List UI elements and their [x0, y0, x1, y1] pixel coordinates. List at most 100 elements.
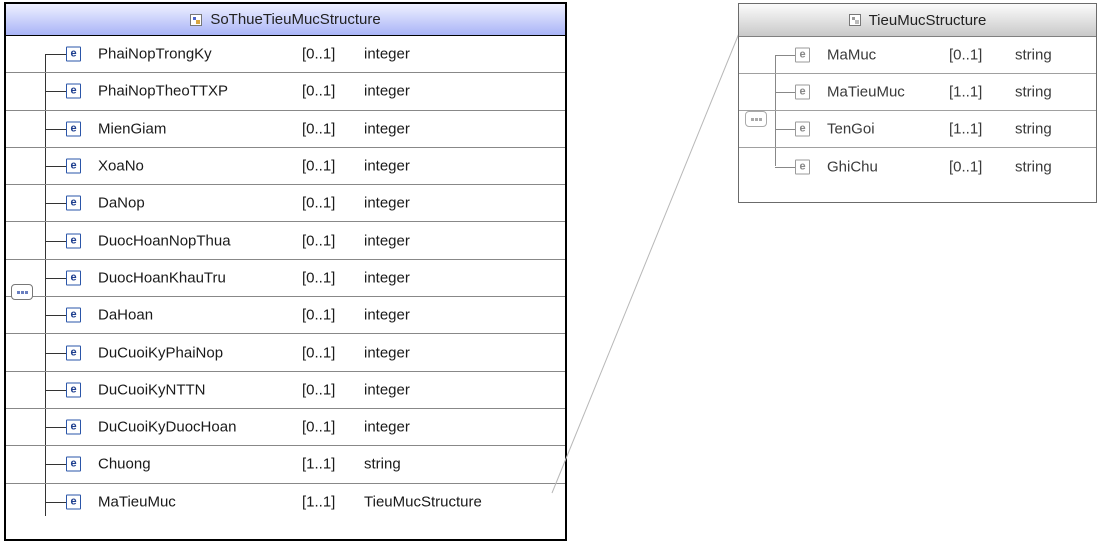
element-name: PhaiNopTheoTTXP: [98, 82, 229, 100]
tieumuc-structure-header[interactable]: TieuMucStructure: [739, 4, 1096, 37]
element-name: MaTieuMuc: [98, 493, 176, 511]
element-name: XoaNo: [98, 157, 144, 175]
element-icon: e: [66, 233, 81, 249]
sothuetieumuc-structure-header[interactable]: SoThueTieuMucStructure: [6, 4, 565, 36]
element-cardinality: [0..1]: [302, 45, 336, 63]
element-type: string: [364, 455, 401, 473]
tree-branch-line: [45, 427, 66, 429]
element-icon: e: [66, 121, 81, 137]
element-icon: e: [66, 345, 81, 361]
tree-branch-line: [775, 129, 795, 130]
element-tree-trunk: [45, 54, 46, 516]
sothuetieumuc-structure-box[interactable]: SoThueTieuMucStructure e PhaiNopTrongKy [0…: [4, 2, 567, 541]
element-cardinality: [0..1]: [949, 46, 983, 64]
element-cardinality: [0..1]: [949, 158, 983, 175]
element-cardinality: [0..1]: [302, 344, 336, 362]
element-name: DaHoan: [98, 306, 154, 324]
element-name: DuCuoiKyDuocHoan: [98, 418, 237, 436]
element-cardinality: [0..1]: [302, 120, 336, 138]
element-icon: e: [66, 307, 81, 323]
main-element-row[interactable]: e Chuong [1..1] string: [6, 446, 565, 484]
element-icon: e: [66, 270, 81, 286]
element-cardinality: [0..1]: [302, 194, 336, 212]
tree-branch-line: [45, 54, 66, 56]
main-element-row[interactable]: e DuocHoanNopThua [0..1] integer: [6, 223, 565, 260]
main-element-row[interactable]: e PhaiNopTrongKy [0..1] integer: [6, 36, 565, 74]
element-type: integer: [364, 418, 410, 436]
element-cardinality: [0..1]: [302, 82, 336, 100]
element-name: MaMuc: [827, 46, 877, 64]
element-name: DuocHoanNopThua: [98, 232, 231, 250]
element-icon: e: [795, 121, 810, 137]
main-element-row[interactable]: e DuCuoiKyDuocHoan [0..1] integer: [6, 409, 565, 447]
element-icon: e: [66, 195, 81, 211]
element-type: integer: [364, 157, 410, 175]
ref-element-row[interactable]: e MaMuc [0..1] string: [739, 37, 1096, 74]
sothuetieumuc-structure-title: SoThueTieuMucStructure: [210, 11, 381, 28]
complex-type-icon: [848, 14, 861, 26]
element-type: integer: [364, 194, 410, 212]
element-type: integer: [364, 82, 410, 100]
main-element-row[interactable]: e DuocHoanKhauTru [0..1] integer: [6, 260, 565, 298]
element-type: integer: [364, 269, 410, 287]
element-type: string: [1015, 46, 1052, 64]
element-cardinality: [1..1]: [302, 455, 336, 473]
element-icon: e: [66, 456, 81, 472]
element-type: integer: [364, 306, 410, 324]
tree-branch-line: [775, 166, 795, 168]
element-name: DuocHoanKhauTru: [98, 269, 226, 287]
tieumuc-structure-title: TieuMucStructure: [868, 11, 987, 29]
element-cardinality: [1..1]: [949, 120, 983, 138]
tree-branch-line: [45, 389, 66, 391]
tree-branch-line: [45, 166, 66, 168]
tree-branch-line: [775, 55, 795, 56]
element-name: GhiChu: [827, 158, 878, 175]
element-icon: e: [66, 494, 81, 510]
element-type: integer: [364, 344, 410, 362]
main-element-row[interactable]: e DaNop [0..1] integer: [6, 185, 565, 223]
element-name: DuCuoiKyPhaiNop: [98, 344, 224, 362]
element-type: integer: [364, 45, 410, 63]
element-icon: e: [795, 159, 810, 174]
element-icon: e: [66, 419, 81, 435]
sequence-compositor-icon[interactable]: [11, 284, 33, 300]
element-type: string: [1015, 83, 1052, 101]
element-name: Chuong: [98, 455, 151, 473]
tree-branch-line: [775, 92, 795, 93]
tree-branch-line: [45, 91, 66, 93]
element-type: string: [1015, 158, 1052, 175]
sequence-compositor-icon[interactable]: [745, 111, 767, 127]
tree-branch-line: [45, 464, 66, 466]
element-name: PhaiNopTrongKy: [98, 45, 212, 63]
element-type: TieuMucStructure: [364, 493, 482, 511]
ref-element-row[interactable]: e GhiChu [0..1] string: [739, 148, 1096, 185]
element-name: MienGiam: [98, 120, 167, 138]
element-cardinality: [0..1]: [302, 157, 336, 175]
main-element-row[interactable]: e DuCuoiKyPhaiNop [0..1] integer: [6, 334, 565, 372]
element-type: integer: [364, 232, 410, 250]
element-icon: e: [66, 46, 81, 62]
element-icon: e: [795, 47, 810, 63]
element-cardinality: [1..1]: [949, 83, 983, 101]
element-type: string: [1015, 120, 1052, 138]
element-cardinality: [0..1]: [302, 269, 336, 287]
tree-branch-line: [45, 315, 66, 317]
element-cardinality: [0..1]: [302, 232, 336, 250]
element-name: DaNop: [98, 194, 145, 212]
tree-branch-line: [45, 502, 66, 504]
element-cardinality: [0..1]: [302, 418, 336, 436]
tree-branch-line: [45, 128, 66, 130]
complex-type-icon: [190, 13, 203, 26]
tree-branch-line: [45, 277, 66, 279]
